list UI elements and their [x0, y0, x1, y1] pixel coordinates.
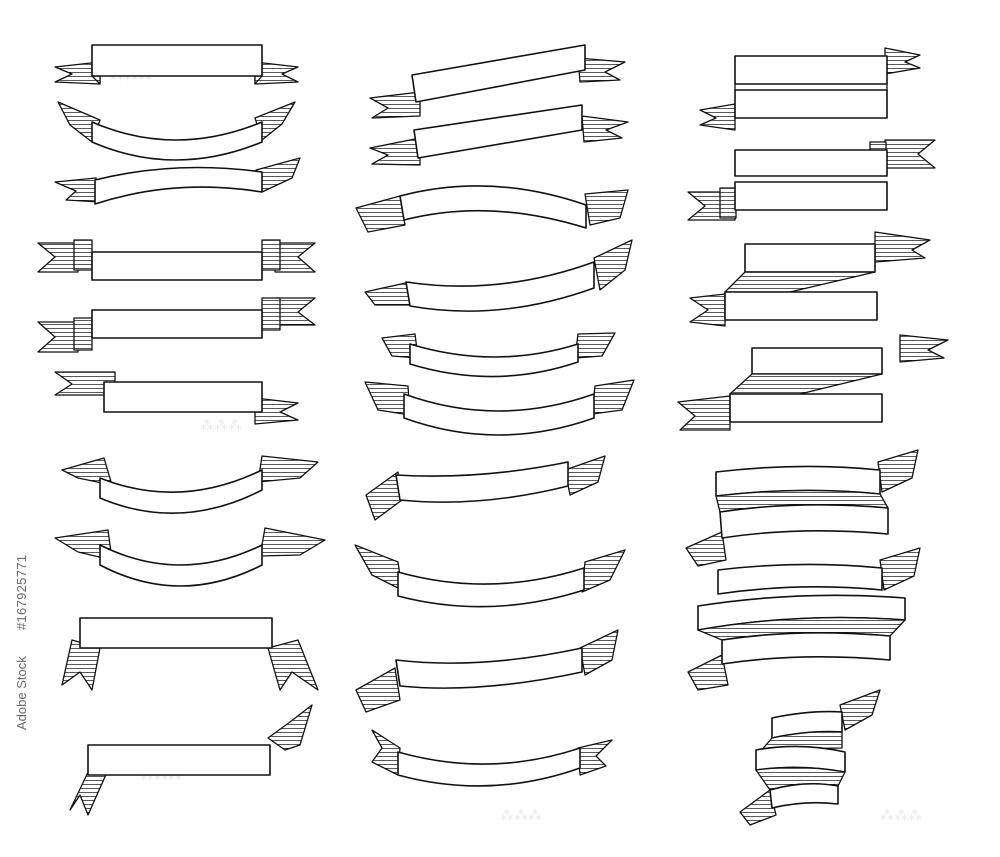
ribbon-c2-tilt-2	[369, 104, 629, 166]
ribbon-c2-arc-down-4	[371, 729, 613, 787]
stock-watermark-id: #167925771	[14, 554, 29, 630]
ribbon-c1-arc-up-2	[54, 527, 326, 587]
ribbon-c1-banner-tails-down	[61, 617, 319, 691]
svg-text:⁂⁂⁂: ⁂⁂⁂	[500, 808, 542, 824]
ribbon-c2-wave-2	[364, 239, 633, 312]
ribbon-c2-arc-down-3	[354, 544, 626, 608]
ribbon-c1-wave-1	[54, 157, 301, 205]
ribbon-c3-zigzag-1	[689, 231, 931, 327]
ribbon-c1-arc-up-1	[61, 455, 319, 514]
ribbon-c1-flat-fold-2	[37, 297, 316, 353]
ribbon-c1-flat-fold-1	[37, 239, 316, 281]
ribbon-c2-wave-3	[365, 455, 606, 521]
ribbon-c2-wave-4	[355, 629, 619, 713]
ribbon-c1-flat-2	[54, 371, 299, 425]
ribbon-c3-small-stack	[739, 689, 881, 826]
stock-watermark-site: Adobe Stock	[14, 656, 29, 730]
ribbon-c3-wave-stack-1	[685, 449, 919, 567]
ribbon-c3-wave-stack-2	[687, 547, 921, 691]
ribbon-c1-banner-twisted	[69, 704, 313, 816]
ribbon-c2-arc-down-2	[364, 379, 635, 436]
ribbon-c2-tilt-1	[369, 44, 626, 119]
svg-text:⁂⁂⁂: ⁂⁂⁂	[880, 808, 922, 824]
ribbon-c2-wave-1	[355, 185, 629, 233]
ribbon-c2-arc-down-1	[381, 332, 616, 378]
ribbon-c1-arc-down-1	[57, 101, 296, 161]
svg-text:⁂⁂⁂: ⁂⁂⁂	[200, 418, 242, 434]
ribbon-c3-zigzag-2	[677, 334, 949, 431]
ribbon-c1-flat-1	[54, 44, 299, 85]
ribbon-c3-stack-2	[687, 139, 936, 221]
ribbon-c3-stack-1	[699, 47, 921, 131]
